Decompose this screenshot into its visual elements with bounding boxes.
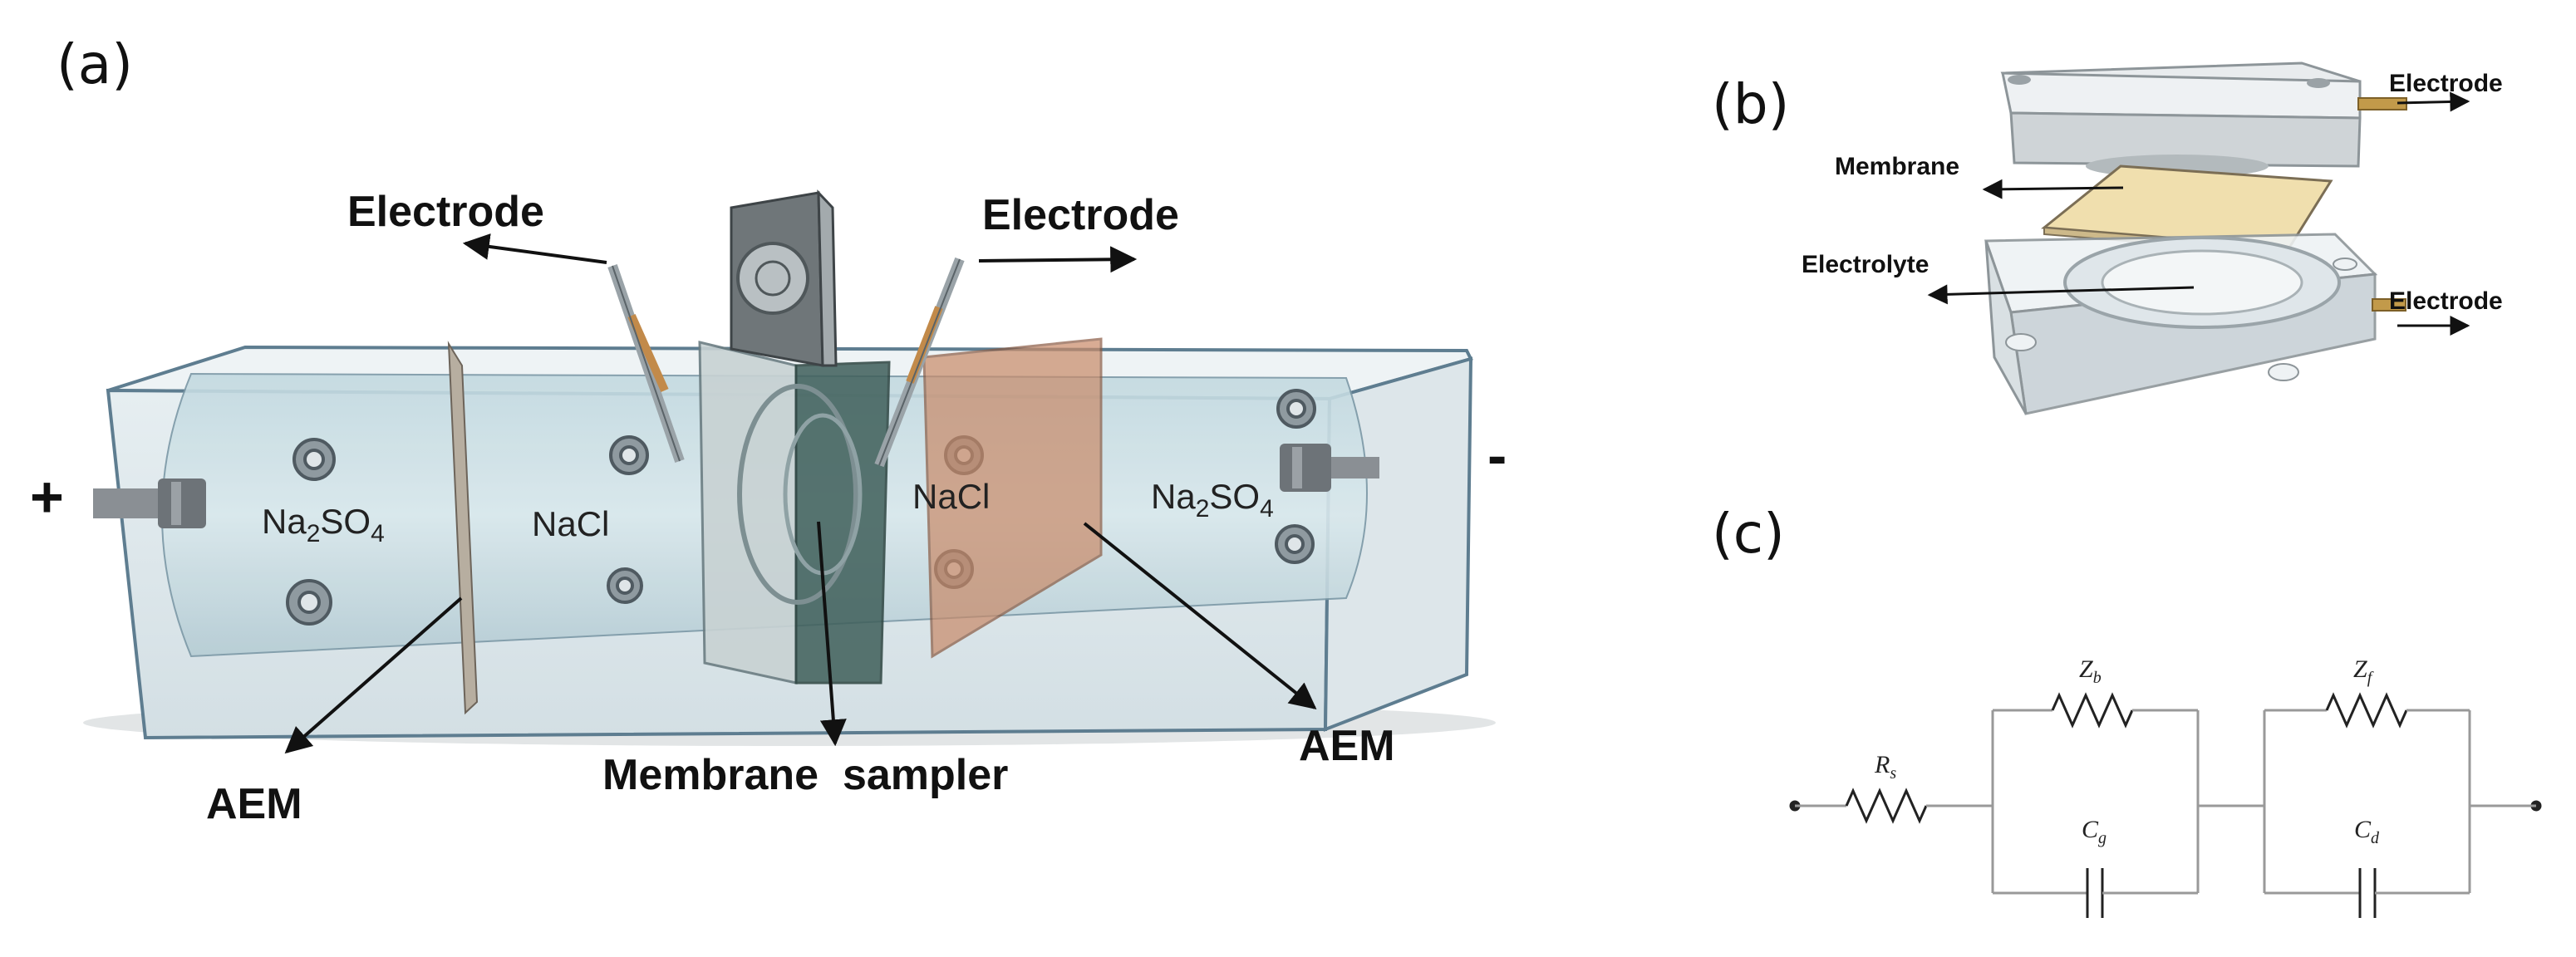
screw — [293, 438, 336, 481]
electrode-top-label: Electrode — [2389, 70, 2503, 97]
sampler-top-box-side — [817, 189, 838, 367]
panel-b: (b) Electrode Membrane — [1712, 61, 2503, 415]
plus-terminal-label: + — [30, 464, 64, 529]
electrolyte-arrow — [1927, 284, 2195, 305]
sampler-ring-outer — [737, 384, 858, 605]
fan-icon — [736, 242, 809, 315]
right-terminal-bolt — [1280, 444, 1379, 492]
na2so4-left-label: Na2SO4 — [262, 502, 385, 547]
panel-a: (a) + - — [30, 32, 1507, 828]
panel-c: (c) — [1712, 502, 2542, 918]
electrode-top-arrow — [2397, 91, 2470, 112]
probe-right — [874, 257, 965, 468]
screw — [609, 435, 649, 475]
na2so4-right-label: Na2SO4 — [1151, 477, 1274, 523]
membrane-arrow — [1982, 179, 2124, 199]
membrane-sampler-label: Membrane sampler — [602, 751, 1008, 799]
screw — [286, 579, 332, 626]
cd-label: Cd — [2354, 816, 2380, 847]
panel-a-label: (a) — [57, 32, 133, 96]
screw — [1276, 389, 1316, 429]
aem-left-label: AEM — [206, 780, 302, 828]
electrolyte-block — [1984, 233, 2406, 415]
nacl-right-label: NaCl — [912, 477, 990, 516]
aem-left-membrane — [447, 341, 479, 715]
resistor-rs — [1845, 788, 1928, 824]
zb-label: Zb — [2079, 655, 2102, 687]
membrane-label: Membrane — [1835, 153, 1959, 180]
left-terminal-bolt — [93, 478, 206, 528]
electrode-left-label: Electrode — [347, 188, 544, 236]
resistor-zb — [2051, 692, 2134, 729]
zf-label: Zf — [2353, 655, 2374, 687]
screw — [1275, 524, 1315, 564]
electrode-right-label: Electrode — [982, 191, 1179, 239]
electrode-left-arrow — [462, 233, 607, 264]
electrolyte-label: Electrolyte — [1802, 251, 1929, 278]
resistor-zf — [2325, 692, 2408, 729]
aem-right-membrane — [922, 337, 1103, 659]
aem-left-arrow — [284, 596, 463, 754]
sampler-membrane-dark — [794, 361, 891, 685]
screw — [607, 567, 643, 604]
aem-right-arrow — [1083, 522, 1317, 710]
panel-b-label: (b) — [1712, 72, 1789, 136]
probe-left — [607, 264, 685, 463]
aem-right-label: AEM — [1299, 722, 1395, 770]
bottom-electrode-pin — [2372, 298, 2406, 312]
membrane-sampler — [698, 189, 891, 685]
equivalent-circuit — [1789, 692, 2542, 918]
electrode-right-arrow — [978, 246, 1138, 273]
cg-label: Cg — [2082, 816, 2107, 847]
rs-label: Rs — [1874, 751, 1896, 783]
nacl-left-label: NaCl — [532, 504, 609, 543]
panel-c-label: (c) — [1712, 502, 1785, 566]
top-electrode-plate — [2000, 61, 2407, 178]
minus-terminal-label: - — [1487, 423, 1507, 488]
membrane-sampler-arrow — [817, 521, 847, 747]
electrode-bottom-label: Electrode — [2389, 287, 2503, 315]
